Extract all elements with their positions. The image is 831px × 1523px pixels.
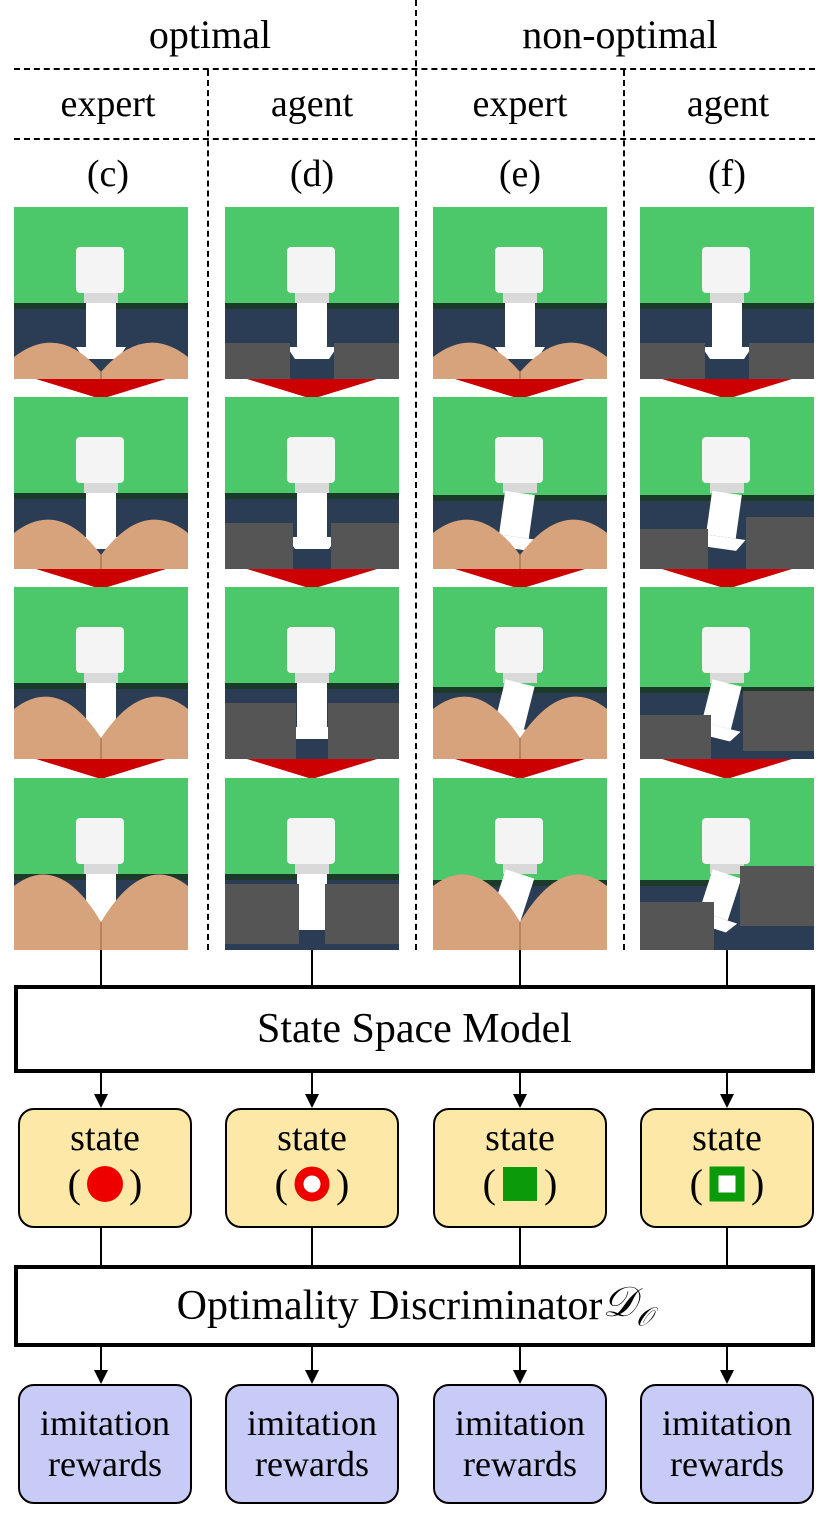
robot-frame <box>640 587 814 759</box>
hollow-red-circle-icon <box>294 1166 330 1202</box>
state-label: state <box>692 1117 762 1159</box>
state-box-e: state ( ) <box>433 1108 607 1228</box>
filled-green-square-icon <box>503 1166 537 1201</box>
sequence-arrow-icon <box>36 569 166 589</box>
sequence-arrow-icon <box>247 379 377 399</box>
robot-frame <box>640 207 814 379</box>
state-label: state <box>485 1117 555 1159</box>
robot-frame <box>225 587 399 759</box>
robot-frame <box>640 397 814 569</box>
discriminator-symbol: 𝒟𝒪 <box>602 1279 653 1332</box>
sequence-arrow-icon <box>36 759 166 779</box>
sequence-arrow-icon <box>662 379 792 399</box>
state-space-model-label: State Space Model <box>257 1006 572 1052</box>
arrow-down-icon <box>513 1370 527 1384</box>
discriminator-label: Optimality Discriminator <box>176 1283 603 1329</box>
column-letter-f: (f) <box>708 153 746 195</box>
arrow-down-icon <box>94 1094 108 1108</box>
robot-frame <box>14 397 188 569</box>
sequence-arrow-icon <box>662 759 792 779</box>
connector-line <box>519 1073 521 1094</box>
state-box-f: state ( ) <box>640 1108 814 1228</box>
connector-line <box>519 1228 521 1265</box>
state-label: state <box>277 1117 347 1159</box>
robot-frame <box>433 207 607 379</box>
sequence-arrow-icon <box>455 379 585 399</box>
robot-frame <box>640 778 814 950</box>
role-label-e: expert <box>472 83 568 125</box>
divider-role-row <box>14 138 815 140</box>
sequence-arrow-icon <box>455 569 585 589</box>
connector-line <box>726 1347 728 1370</box>
hollow-green-square-icon <box>709 1166 745 1202</box>
arrow-down-icon <box>720 1370 734 1384</box>
robot-frame <box>433 587 607 759</box>
connector-line <box>519 950 521 985</box>
state-box-d: state ( ) <box>225 1108 399 1228</box>
robot-frame <box>433 778 607 950</box>
connector-line <box>100 1347 102 1370</box>
header-non-optimal: non-optimal <box>522 12 718 57</box>
column-letter-e: (e) <box>498 153 542 195</box>
robot-frame <box>14 778 188 950</box>
divider-nonoptimal-columns <box>623 70 625 950</box>
arrow-down-icon <box>720 1094 734 1108</box>
connector-line <box>100 1073 102 1094</box>
divider-optimal-columns <box>207 70 209 950</box>
connector-line <box>311 1073 313 1094</box>
connector-line <box>311 1228 313 1265</box>
optimality-discriminator-box: Optimality Discriminator 𝒟𝒪 <box>14 1265 815 1347</box>
robot-frame <box>225 397 399 569</box>
sequence-arrow-icon <box>36 379 166 399</box>
sequence-arrow-icon <box>662 569 792 589</box>
connector-line <box>726 950 728 985</box>
sequence-arrow-icon <box>247 569 377 589</box>
arrow-down-icon <box>305 1094 319 1108</box>
connector-line <box>311 950 313 985</box>
state-label: state <box>70 1117 140 1159</box>
arrow-down-icon <box>305 1370 319 1384</box>
robot-frame <box>14 587 188 759</box>
robot-frame <box>14 207 188 379</box>
connector-line <box>311 1347 313 1370</box>
role-label-f: agent <box>686 83 770 125</box>
robot-frame <box>225 778 399 950</box>
robot-frame <box>225 207 399 379</box>
connector-line <box>100 950 102 985</box>
connector-line <box>726 1228 728 1265</box>
connector-line <box>519 1347 521 1370</box>
state-space-model-box: State Space Model <box>14 985 815 1073</box>
filled-red-circle-icon <box>87 1165 123 1202</box>
state-box-c: state ( ) <box>18 1108 192 1228</box>
robot-frame <box>433 397 607 569</box>
sequence-arrow-icon <box>455 759 585 779</box>
arrow-down-icon <box>513 1094 527 1108</box>
divider-header-row <box>14 68 815 70</box>
arrow-down-icon <box>94 1370 108 1384</box>
connector-line <box>100 1228 102 1265</box>
role-label-d: agent <box>270 83 354 125</box>
column-letter-c: (c) <box>86 153 130 195</box>
sequence-arrow-icon <box>247 759 377 779</box>
role-label-c: expert <box>60 83 156 125</box>
header-optimal: optimal <box>148 12 272 57</box>
divider-main <box>415 0 417 950</box>
column-letter-d: (d) <box>289 153 335 195</box>
connector-line <box>726 1073 728 1094</box>
